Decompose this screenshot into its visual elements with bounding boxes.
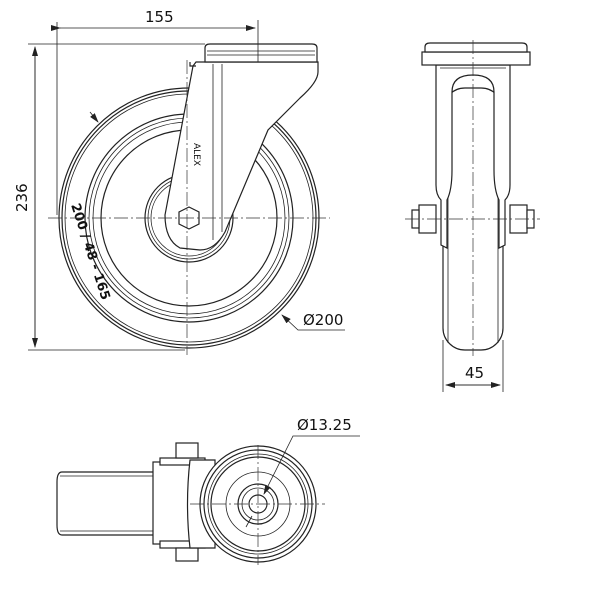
dimension-label: Ø13.25	[297, 416, 352, 434]
dimension-45: 45	[442, 340, 504, 392]
logo: ALEX	[191, 143, 201, 166]
dimension-label: 236	[13, 183, 31, 212]
dimension-diameter-13-25: Ø13.25	[245, 416, 360, 528]
dimension-diameter-200: Ø200	[281, 311, 345, 331]
front-view: ALEX 200 / 48 - 165	[48, 43, 330, 355]
bottom-view	[56, 442, 325, 565]
fork	[164, 61, 319, 251]
tyre-marking: 200 / 48 - 165	[67, 202, 112, 302]
logo-text: ALEX	[191, 143, 201, 166]
dimension-236: 236	[13, 43, 205, 351]
dimension-155: 155	[51, 8, 259, 215]
top-plate	[204, 43, 318, 63]
dimension-label: Ø200	[303, 311, 343, 329]
dimension-label: 45	[465, 364, 484, 382]
side-view	[405, 40, 540, 356]
dimension-label: 155	[145, 8, 174, 26]
